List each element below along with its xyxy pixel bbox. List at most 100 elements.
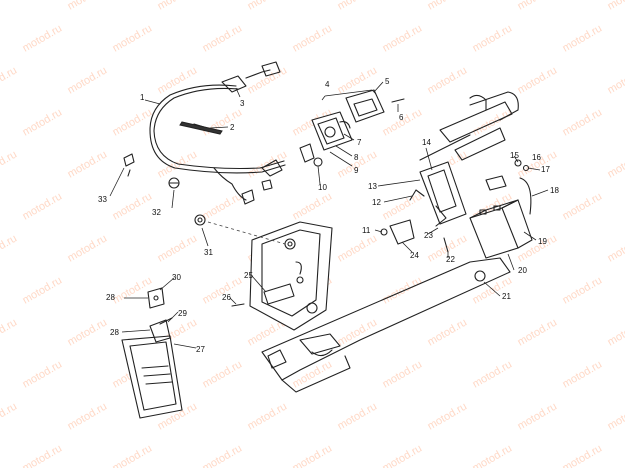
watermark-text: motod.ru <box>246 400 290 432</box>
watermark-text: motod.ru <box>201 22 245 54</box>
callout-12: 12 <box>372 198 381 207</box>
watermark-text: motod.ru <box>66 400 110 432</box>
watermark-text: motod.ru <box>606 400 625 432</box>
callout-23: 23 <box>424 231 433 240</box>
callout-labels: 1 2 3 4 5 6 7 8 9 10 11 12 13 14 15 16 1… <box>98 77 559 354</box>
callout-16: 16 <box>532 153 541 162</box>
small-fasteners <box>123 153 180 189</box>
callout-17: 17 <box>541 165 550 174</box>
callout-7: 7 <box>357 138 362 147</box>
watermark-text: motod.ru <box>0 232 19 264</box>
watermark-text: motod.ru <box>0 64 19 96</box>
watermark-text: motod.ru <box>201 442 245 468</box>
callout-13: 13 <box>368 182 377 191</box>
watermark-text: motod.ru <box>156 232 200 264</box>
watermark-text: motod.ru <box>381 22 425 54</box>
watermark-text: motod.ru <box>336 232 380 264</box>
callout-3: 3 <box>240 99 245 108</box>
frame-assembly <box>261 91 519 393</box>
battery-assembly <box>380 159 533 282</box>
watermark-text: motod.ru <box>66 64 110 96</box>
watermark-text: motod.ru <box>606 0 625 13</box>
watermark-text: motod.ru <box>516 400 560 432</box>
watermark-text: motod.ru <box>561 22 605 54</box>
watermark-text: motod.ru <box>66 232 110 264</box>
watermark-text: motod.ru <box>516 316 560 348</box>
watermark-text: motod.ru <box>246 0 290 13</box>
callout-27: 27 <box>196 345 205 354</box>
callout-25: 25 <box>244 271 253 280</box>
watermark-text: motod.ru <box>381 106 425 138</box>
watermark-text: motod.ru <box>471 358 515 390</box>
watermark-text: motod.ru <box>246 64 290 96</box>
rear-panel <box>194 214 333 331</box>
watermark-text: motod.ru <box>0 400 19 432</box>
callout-26: 26 <box>222 293 231 302</box>
callout-1: 1 <box>140 93 145 102</box>
watermark-text: motod.ru <box>561 358 605 390</box>
callout-20: 20 <box>518 266 527 275</box>
callout-9: 9 <box>354 166 359 175</box>
watermark-text: motod.ru <box>21 190 65 222</box>
watermark-text: motod.ru <box>426 64 470 96</box>
callout-29: 29 <box>178 309 187 318</box>
watermark-text: motod.ru <box>0 316 19 348</box>
callout-22: 22 <box>446 255 455 264</box>
watermark-text: motod.ru <box>0 0 19 13</box>
watermark-text: motod.ru <box>606 64 625 96</box>
watermark-text: motod.ru <box>0 148 19 180</box>
watermark-text: motod.ru <box>336 400 380 432</box>
wiring-harness <box>149 61 286 205</box>
callout-30: 30 <box>172 273 181 282</box>
watermark-text: motod.ru <box>426 316 470 348</box>
watermark-text: motod.ru <box>516 0 560 13</box>
leader-lines <box>109 81 549 349</box>
watermark-text: motod.ru <box>381 274 425 306</box>
watermark-text: motod.ru <box>111 190 155 222</box>
watermark-text: motod.ru <box>21 106 65 138</box>
watermark-text: motod.ru <box>561 274 605 306</box>
watermark-text: motod.ru <box>111 106 155 138</box>
callout-8: 8 <box>354 153 359 162</box>
watermark-text: motod.ru <box>471 22 515 54</box>
callout-15: 15 <box>510 151 519 160</box>
watermark-text: motod.ru <box>291 442 335 468</box>
watermark-text: motod.ru <box>21 274 65 306</box>
watermark-text: motod.ru <box>156 0 200 13</box>
callout-32: 32 <box>152 208 161 217</box>
callout-6: 6 <box>399 113 404 122</box>
callout-2: 2 <box>230 123 235 132</box>
cable-tie <box>179 121 223 135</box>
watermark-text: motod.ru <box>21 22 65 54</box>
watermark-text: motod.ru <box>201 106 245 138</box>
watermark-text: motod.ru <box>336 316 380 348</box>
callout-21: 21 <box>502 292 511 301</box>
watermark-text: motod.ru <box>561 190 605 222</box>
watermark-text: motod.ru <box>381 190 425 222</box>
watermark-text: motod.ru <box>426 400 470 432</box>
watermark-text: motod.ru <box>201 190 245 222</box>
watermark-text: motod.ru <box>381 442 425 468</box>
watermark-text: motod.ru <box>21 442 65 468</box>
watermark-text: motod.ru <box>606 148 625 180</box>
callout-10: 10 <box>318 183 327 192</box>
watermark-text: motod.ru <box>561 106 605 138</box>
watermark-text: motod.ru <box>21 358 65 390</box>
watermark-text: motod.ru <box>201 358 245 390</box>
watermark-text: motod.ru <box>336 0 380 13</box>
watermark-text: motod.ru <box>111 22 155 54</box>
watermark-text: motod.ru <box>381 358 425 390</box>
watermark-text: motod.ru <box>516 64 560 96</box>
taillight-assembly <box>299 89 405 167</box>
watermark-text: motod.ru <box>606 316 625 348</box>
watermark-text: motod.ru <box>66 148 110 180</box>
callout-18: 18 <box>550 186 559 195</box>
watermark-text: motod.ru <box>66 316 110 348</box>
callout-31: 31 <box>204 248 213 257</box>
callout-14: 14 <box>422 138 431 147</box>
watermark-text: motod.ru <box>111 442 155 468</box>
watermark-text: motod.ru <box>291 190 335 222</box>
watermark-text: motod.ru <box>66 0 110 13</box>
callout-19: 19 <box>538 237 547 246</box>
